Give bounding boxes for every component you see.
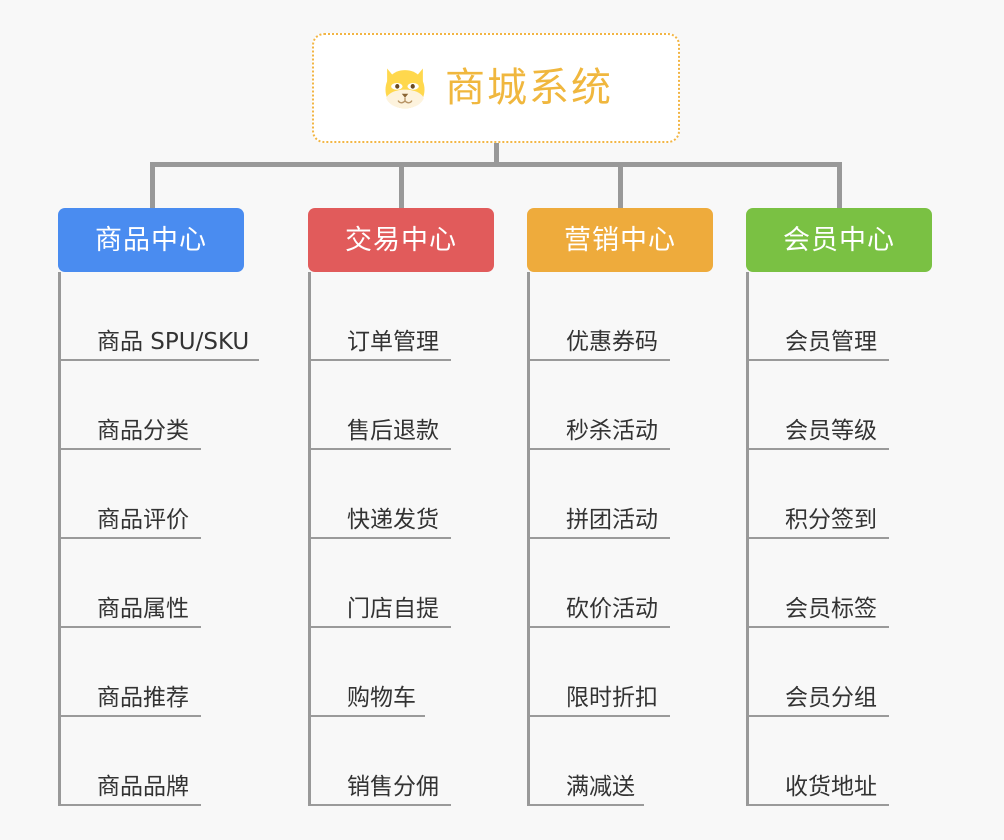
leaf-label: 满减送 <box>566 773 635 800</box>
column-marketing-center: 营销中心 优惠券码 秒杀活动 拼团活动 砍价活动 限时折扣 满减送 <box>527 208 713 806</box>
leaf-label: 销售分佣 <box>347 773 439 800</box>
leaf-label: 购物车 <box>347 684 416 711</box>
list-item[interactable]: 售后退款 <box>311 361 494 450</box>
category-title-product-center: 商品中心 <box>95 224 207 256</box>
leaf-label: 商品属性 <box>97 595 189 622</box>
leaf-label: 订单管理 <box>347 328 439 355</box>
leaf-label: 会员标签 <box>785 595 877 622</box>
root-node-title: 商城系统 <box>445 65 613 111</box>
list-item[interactable]: 会员管理 <box>749 272 932 361</box>
list-item[interactable]: 拼团活动 <box>530 450 713 539</box>
list-item[interactable]: 销售分佣 <box>311 717 494 806</box>
column-trade-center: 交易中心 订单管理 售后退款 快递发货 门店自提 购物车 销售分佣 <box>308 208 494 806</box>
connector-root-stem <box>494 143 499 165</box>
leaf-list-member-center: 会员管理 会员等级 积分签到 会员标签 会员分组 收货地址 <box>746 272 932 806</box>
leaf-label: 收货地址 <box>785 773 877 800</box>
leaf-list-product-center: 商品 SPU/SKU 商品分类 商品评价 商品属性 商品推荐 商品品牌 <box>58 272 259 806</box>
leaf-label: 会员等级 <box>785 417 877 444</box>
leaf-label: 会员管理 <box>785 328 877 355</box>
list-item[interactable]: 商品推荐 <box>61 628 244 717</box>
connector-drop-marketing-center <box>618 162 623 208</box>
category-title-marketing-center: 营销中心 <box>564 224 676 256</box>
column-member-center: 会员中心 会员管理 会员等级 积分签到 会员标签 会员分组 收货地址 <box>746 208 932 806</box>
list-item[interactable]: 砍价活动 <box>530 539 713 628</box>
list-item[interactable]: 限时折扣 <box>530 628 713 717</box>
leaf-label: 砍价活动 <box>566 595 658 622</box>
list-item[interactable]: 会员分组 <box>749 628 932 717</box>
leaf-label: 秒杀活动 <box>566 417 658 444</box>
list-item[interactable]: 快递发货 <box>311 450 494 539</box>
list-item[interactable]: 购物车 <box>311 628 494 717</box>
list-item[interactable]: 商品品牌 <box>61 717 244 806</box>
list-item[interactable]: 商品属性 <box>61 539 244 628</box>
category-card-trade-center[interactable]: 交易中心 <box>308 208 494 272</box>
list-item[interactable]: 满减送 <box>530 717 713 806</box>
leaf-label: 商品品牌 <box>97 773 189 800</box>
list-item[interactable]: 订单管理 <box>311 272 494 361</box>
connector-drop-member-center <box>837 162 842 208</box>
category-card-marketing-center[interactable]: 营销中心 <box>527 208 713 272</box>
list-item[interactable]: 商品 SPU/SKU <box>61 272 259 361</box>
connector-drop-trade-center <box>399 162 404 208</box>
root-node-shopping-mall-system[interactable]: 商城系统 <box>312 33 680 143</box>
leaf-label: 优惠券码 <box>566 328 658 355</box>
leaf-label: 积分签到 <box>785 506 877 533</box>
list-item[interactable]: 积分签到 <box>749 450 932 539</box>
list-item[interactable]: 门店自提 <box>311 539 494 628</box>
category-title-member-center: 会员中心 <box>783 224 895 256</box>
shiba-dog-face-icon <box>385 68 425 109</box>
list-item[interactable]: 会员等级 <box>749 361 932 450</box>
leaf-label: 拼团活动 <box>566 506 658 533</box>
category-card-product-center[interactable]: 商品中心 <box>58 208 244 272</box>
leaf-label: 商品 SPU/SKU <box>97 328 250 355</box>
list-item[interactable]: 商品分类 <box>61 361 244 450</box>
leaf-label: 限时折扣 <box>566 684 658 711</box>
leaf-label: 商品评价 <box>97 506 189 533</box>
list-item[interactable]: 会员标签 <box>749 539 932 628</box>
list-item[interactable]: 优惠券码 <box>530 272 713 361</box>
leaf-label: 商品推荐 <box>97 684 189 711</box>
leaf-label: 会员分组 <box>785 684 877 711</box>
list-item[interactable]: 商品评价 <box>61 450 244 539</box>
connector-horizontal-bus <box>150 162 840 167</box>
list-item[interactable]: 收货地址 <box>749 717 932 806</box>
leaf-list-trade-center: 订单管理 售后退款 快递发货 门店自提 购物车 销售分佣 <box>308 272 494 806</box>
category-title-trade-center: 交易中心 <box>345 224 457 256</box>
leaf-label: 门店自提 <box>347 595 439 622</box>
connector-drop-product-center <box>150 162 155 208</box>
leaf-label: 商品分类 <box>97 417 189 444</box>
list-item[interactable]: 秒杀活动 <box>530 361 713 450</box>
leaf-label: 快递发货 <box>347 506 439 533</box>
leaf-label: 售后退款 <box>347 417 439 444</box>
leaf-list-marketing-center: 优惠券码 秒杀活动 拼团活动 砍价活动 限时折扣 满减送 <box>527 272 713 806</box>
column-product-center: 商品中心 商品 SPU/SKU 商品分类 商品评价 商品属性 商品推荐 商品品牌 <box>58 208 259 806</box>
category-card-member-center[interactable]: 会员中心 <box>746 208 932 272</box>
